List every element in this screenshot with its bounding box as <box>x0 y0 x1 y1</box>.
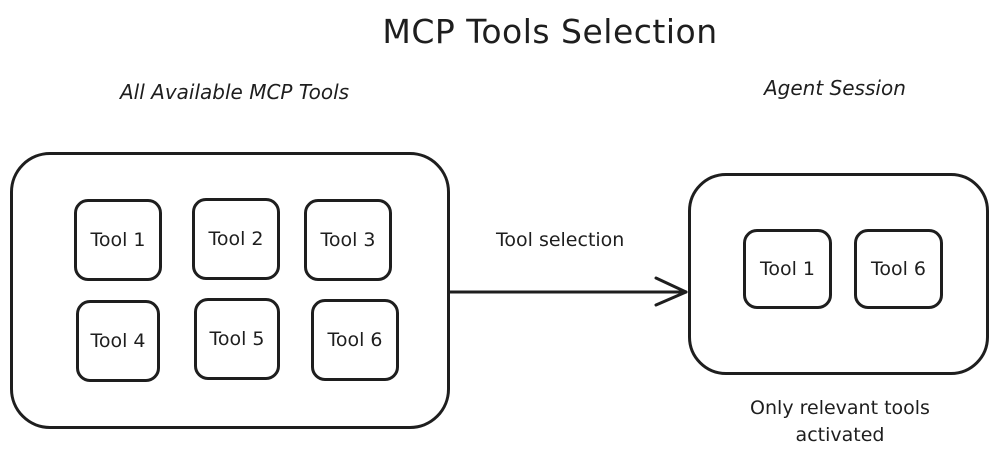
tool-node-6: Tool 6 <box>311 299 399 381</box>
tool-node-4: Tool 4 <box>76 300 160 382</box>
tool-node-1: Tool 1 <box>74 199 162 281</box>
session-tool-6: Tool 6 <box>854 229 943 309</box>
tool-selection-label: Tool selection <box>496 229 625 251</box>
all-tools-container <box>10 152 450 429</box>
tool-node-3: Tool 3 <box>304 199 392 281</box>
relevant-tools-note: Only relevant tools activated <box>750 397 930 446</box>
session-tool-1: Tool 1 <box>743 229 832 309</box>
tool-node-2: Tool 2 <box>192 198 280 280</box>
agent-session-container <box>688 173 989 375</box>
diagram-title: MCP Tools Selection <box>382 12 718 51</box>
selection-arrow <box>448 276 688 307</box>
all-tools-label: All Available MCP Tools <box>120 80 350 104</box>
tool-node-5: Tool 5 <box>194 298 280 380</box>
agent-session-label: Agent Session <box>764 76 906 100</box>
